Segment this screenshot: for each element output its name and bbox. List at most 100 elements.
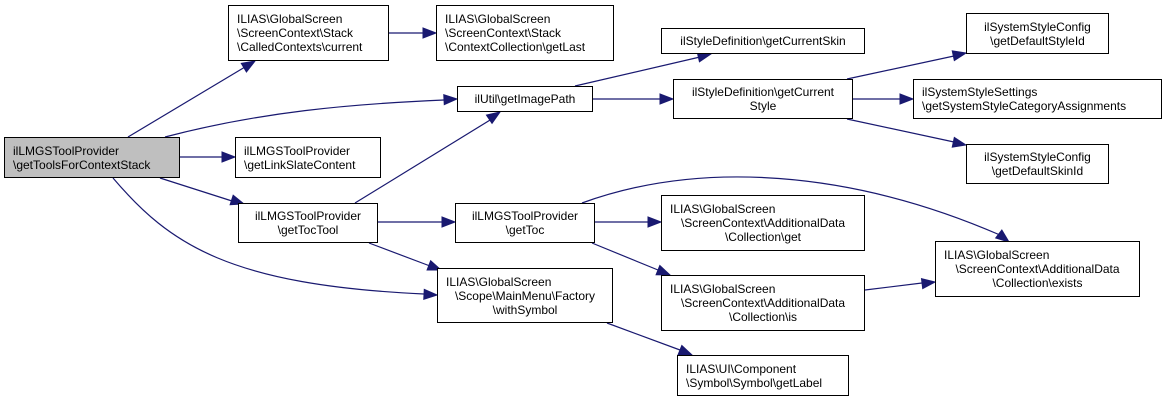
node-label-line: \ScreenContext\AdditionalData	[680, 216, 846, 230]
edge-root-to-withsymbol	[112, 177, 439, 301]
arrowhead-icon	[221, 151, 237, 163]
node-getdefaultstyleid[interactable]: ilSystemStyleConfig \getDefaultStyleId	[966, 13, 1109, 54]
node-label-line: ilLMGSToolProvider	[254, 209, 362, 223]
node-calledcontexts-current[interactable]: ILIAS\GlobalScreen \ScreenContext\Stack …	[228, 5, 389, 61]
edge-line	[112, 177, 425, 295]
node-label-line: \ScreenContext\Stack	[445, 26, 562, 40]
arrowhead-icon	[485, 111, 502, 125]
node-label-line: ilLMGSToolProvider	[471, 209, 579, 223]
node-getdefaultskinid[interactable]: ilSystemStyleConfig \getDefaultSkinId	[966, 144, 1109, 184]
node-label-line: \getLinkSlateContent	[244, 157, 356, 172]
edge-root-to-getlinkslatecontent	[180, 151, 237, 163]
edge-root-to-ilutil-getimagepath	[164, 93, 459, 138]
node-label-line: \Symbol\Symbol\getLabel	[686, 375, 823, 390]
edge-line	[591, 242, 659, 271]
edge-line	[606, 322, 681, 351]
node-symbol-getlabel[interactable]: ILIAS\UI\Component \Symbol\Symbol\getLab…	[677, 355, 849, 396]
node-label-line: ilStyleDefinition\getCurrent	[691, 85, 835, 99]
node-getlinkslatecontent[interactable]: ilLMGSToolProvider \getLinkSlateContent	[235, 137, 381, 178]
arrowhead-icon	[229, 194, 246, 206]
arrowhead-icon	[426, 259, 443, 271]
edge-line	[159, 177, 233, 202]
edge-line	[846, 118, 955, 143]
node-label-line: ILIAS\GlobalScreen	[445, 12, 551, 26]
arrowhead-icon	[655, 264, 672, 276]
edge-getcurrentstyle-to-getdefaultstyleid	[846, 50, 968, 80]
edge-gettoc-to-collection-get	[595, 216, 663, 228]
edge-calledcontexts-current-to-contextcollection-getlast	[389, 27, 438, 39]
node-label-line: ILIAS\GlobalScreen	[944, 248, 1050, 262]
node-label-line: \ScreenContext\AdditionalData	[955, 262, 1120, 276]
node-label-line: \getTocTool	[277, 223, 339, 237]
arrowhead-icon	[899, 93, 915, 105]
node-label-line: ilSystemStyleSettings	[922, 85, 1038, 99]
arrowhead-icon	[647, 216, 663, 228]
node-label-line: ILIAS\GlobalScreen	[446, 274, 552, 289]
edge-gettoctool-to-gettoc	[378, 216, 457, 228]
arrowhead-icon	[994, 229, 1011, 243]
edge-root-to-gettoctool	[159, 177, 246, 206]
edge-line	[574, 56, 701, 87]
node-label-line: ilStyleDefinition\getCurrentSkin	[680, 34, 846, 48]
node-label-line: \getToolsForContextStack	[13, 157, 151, 172]
arrowhead-icon	[422, 27, 438, 39]
node-label-line: \Collection\get	[724, 230, 802, 244]
node-label-line: \getToc	[505, 223, 545, 237]
edge-root-to-calledcontexts-current	[127, 60, 257, 138]
edge-line	[846, 55, 955, 80]
node-label-line: \Scope\MainMenu\Factory	[454, 288, 596, 303]
arrowhead-icon	[240, 60, 257, 73]
arrowhead-icon	[659, 93, 675, 105]
edge-line	[354, 116, 496, 204]
node-label-line: ILIAS\GlobalScreen	[670, 202, 776, 216]
node-label-line: ILIAS\GlobalScreen	[237, 12, 343, 26]
node-label-line: \CalledContexts\current	[237, 40, 363, 54]
node-withsymbol[interactable]: ILIAS\GlobalScreen \Scope\MainMenu\Facto…	[437, 268, 613, 323]
node-label-line: \withSymbol	[492, 302, 558, 317]
node-label-line: ilSystemStyleConfig	[984, 19, 1091, 34]
node-label-line: \getDefaultStyleId	[990, 33, 1085, 48]
edge-line	[164, 99, 445, 138]
edge-gettoctool-to-ilutil-getimagepath	[354, 111, 502, 204]
node-label-line: ilSystemStyleConfig	[984, 150, 1091, 164]
edge-getcurrentstyle-to-getdefaultskinid	[846, 118, 968, 148]
node-label-line: Style	[749, 99, 777, 113]
node-label-line: ilLMGSToolProvider	[244, 143, 351, 158]
node-collection-exists[interactable]: ILIAS\GlobalScreen \ScreenContext\Additi…	[935, 241, 1140, 297]
node-root-gettoolsforcontextstack[interactable]: ilLMGSToolProvider \getToolsForContextSt…	[4, 137, 180, 178]
node-collection-is[interactable]: ILIAS\GlobalScreen \ScreenContext\Additi…	[661, 275, 865, 331]
edge-line	[127, 63, 251, 138]
arrowhead-icon	[920, 277, 937, 290]
node-contextcollection-getlast[interactable]: ILIAS\GlobalScreen \ScreenContext\Stack …	[436, 5, 614, 61]
node-label-line: \Collection\is	[728, 310, 798, 324]
node-label-line: \getSystemStyleCategoryAssignments	[922, 99, 1127, 113]
node-getcurrentstyle[interactable]: ilStyleDefinition\getCurrent Style	[673, 79, 853, 119]
node-label-line: ILIAS\GlobalScreen	[670, 282, 776, 296]
node-gettoctool[interactable]: ilLMGSToolProvider \getTocTool	[238, 203, 378, 243]
edge-gettoc-to-collection-is	[591, 242, 672, 276]
edge-collection-is-to-collection-exists	[864, 277, 937, 291]
edge-gettoc-to-collection-exists	[581, 176, 1011, 243]
edge-getcurrentstyle-to-getsystemstylecategoryassignments	[853, 93, 915, 105]
node-getcurrentskin[interactable]: ilStyleDefinition\getCurrentSkin	[661, 28, 865, 54]
edge-line	[368, 242, 431, 267]
node-gettoc[interactable]: ilLMGSToolProvider \getToc	[455, 203, 595, 243]
edge-line	[864, 282, 923, 291]
node-label-line: \ScreenContext\Stack	[237, 26, 354, 40]
node-label-line: ILIAS\UI\Component	[686, 361, 797, 376]
node-ilutil-getimagepath[interactable]: ilUtil\getImagePath	[457, 86, 593, 112]
node-getsystemstylecategoryassignments[interactable]: ilSystemStyleSettings \getSystemStyleCat…	[913, 79, 1162, 119]
node-collection-get[interactable]: ILIAS\GlobalScreen \ScreenContext\Additi…	[661, 195, 865, 251]
node-label-line: \Collection\exists	[992, 276, 1083, 290]
arrowhead-icon	[443, 93, 459, 106]
arrowhead-icon	[951, 136, 968, 148]
edge-ilutil-getimagepath-to-getcurrentstyle	[593, 93, 675, 105]
node-label-line: ilLMGSToolProvider	[13, 143, 120, 158]
edge-gettoctool-to-withsymbol	[368, 242, 443, 271]
arrowhead-icon	[951, 50, 968, 62]
node-label-line: \ContextCollection\getLast	[445, 40, 586, 54]
arrowhead-icon	[441, 216, 457, 228]
node-label-line: \getDefaultSkinId	[991, 164, 1084, 178]
